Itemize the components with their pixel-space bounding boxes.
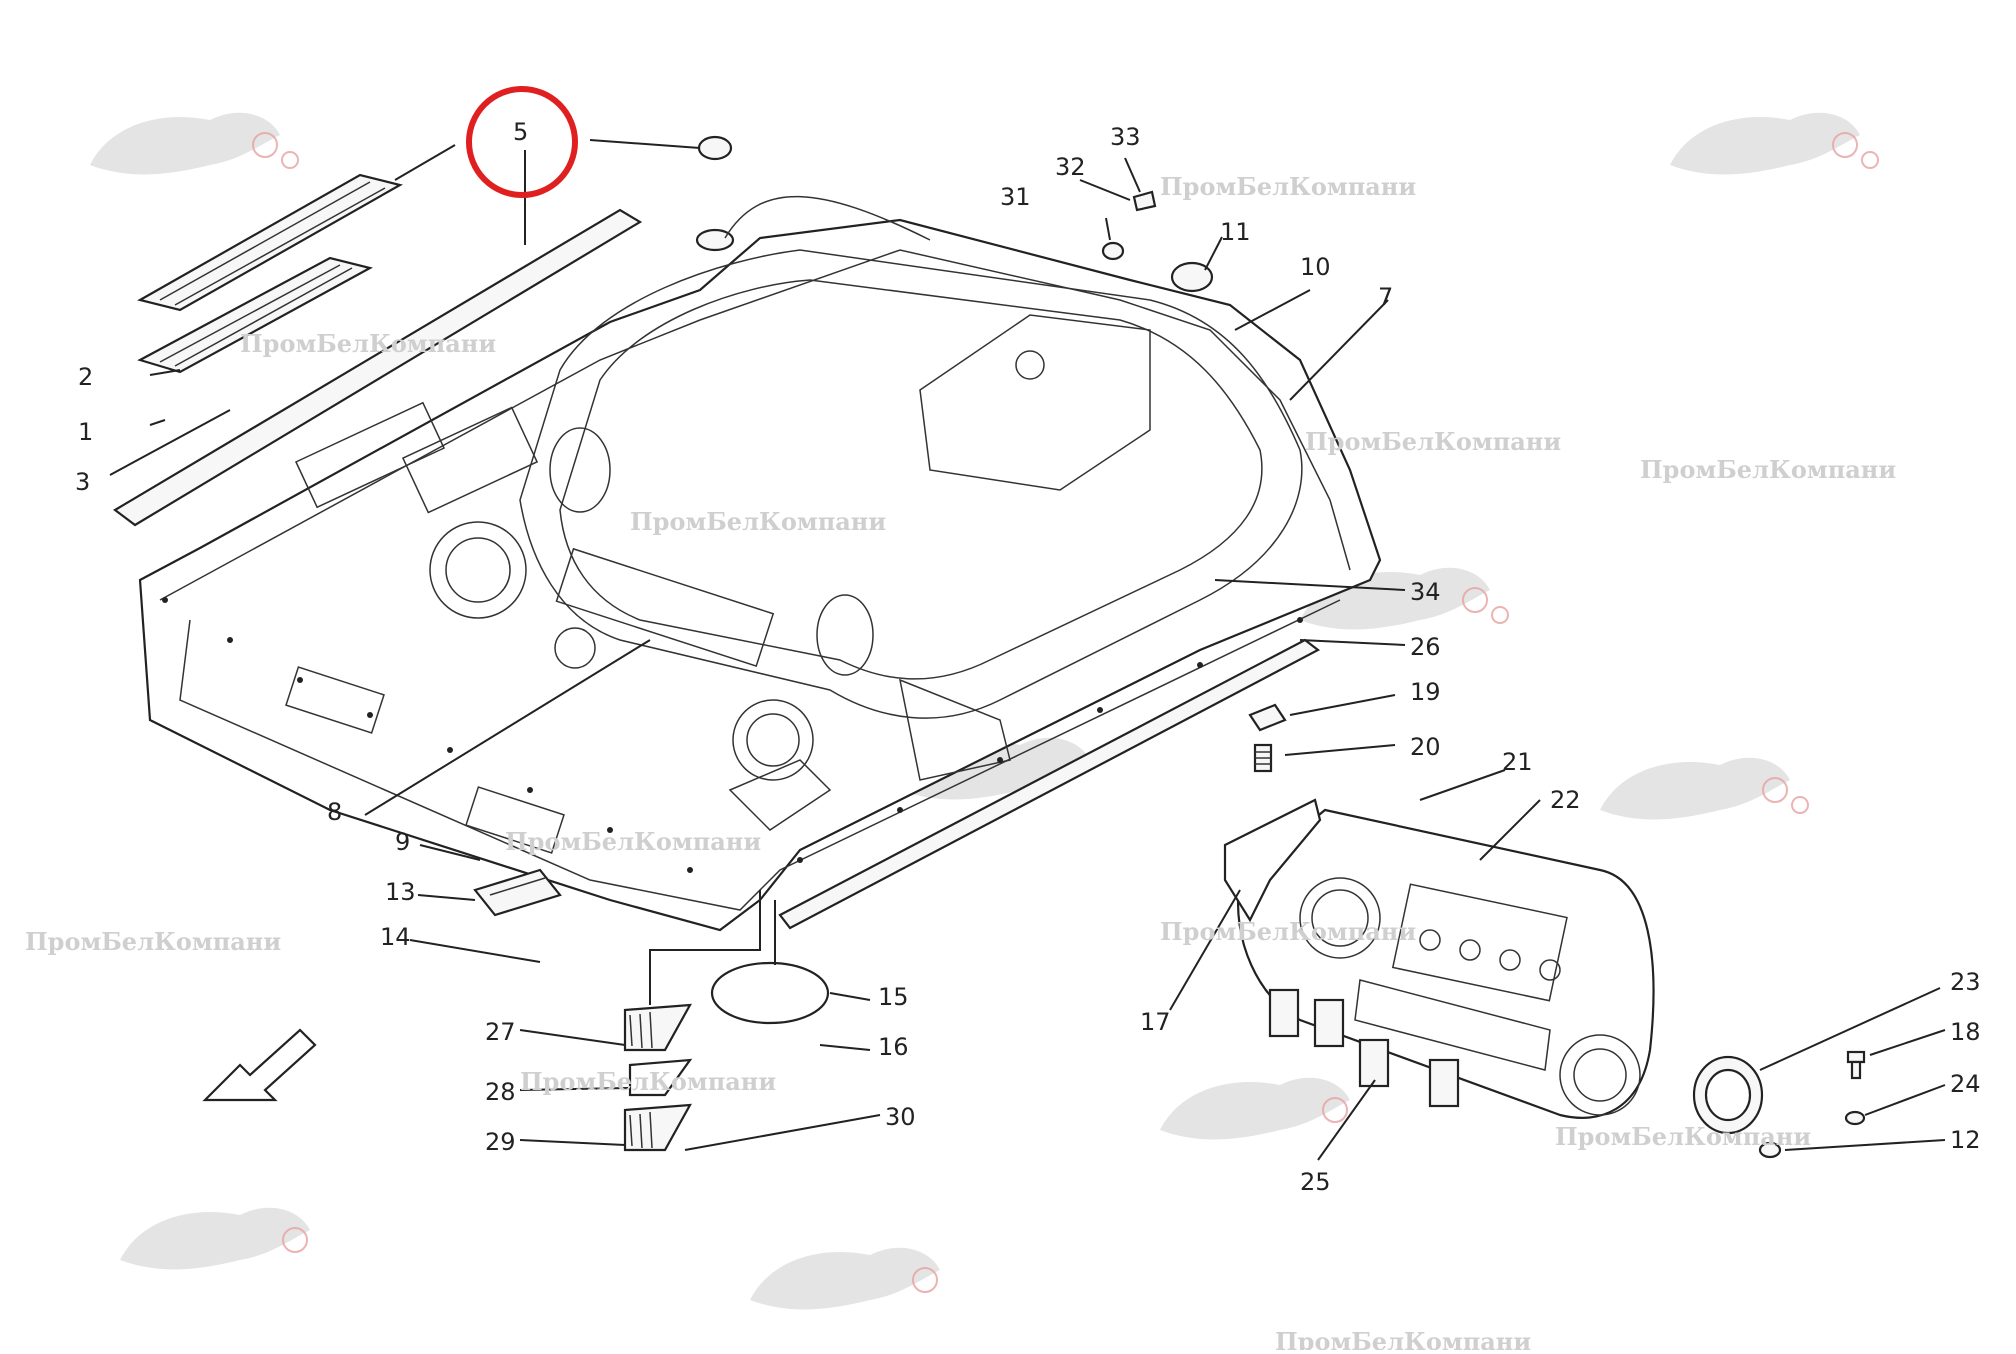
leader-lines [109,139,1946,1161]
callout-2: 2 [78,363,93,391]
watermark-text: ПромБелКомпани [240,329,496,358]
watermark-text: ПромБелКомпани [1160,172,1416,201]
callout-28: 28 [485,1078,516,1106]
watermark-text: ПромБелКомпани [1305,427,1561,456]
washer [1844,1110,1866,1126]
switch-set [1268,988,1460,1108]
watermark-text: ПромБелКомпани [1640,455,1896,484]
watermark-text: ПромБелКомпани [25,927,281,956]
callout-21: 21 [1502,748,1533,776]
callout-9: 9 [395,828,410,856]
callout-22: 22 [1550,786,1581,814]
cover-disc [710,961,830,1025]
callout-12: 12 [1950,1126,1981,1154]
callout-17: 17 [1140,1008,1171,1036]
callout-34: 34 [1410,578,1441,606]
watermark-texts: ПромБелКомпани ПромБелКомпани ПромБелКом… [25,172,1896,1354]
watermark-text: ПромБелКомпани [520,1067,776,1096]
antenna-base [695,135,931,252]
trim-strip [113,208,643,527]
clip [1132,190,1157,212]
callout-3: 3 [75,468,90,496]
callout-33: 33 [1110,123,1141,151]
callout-labels: 1 2 3 5 7 8 9 10 11 12 13 14 15 16 17 18… [75,118,1981,1196]
bolt [1846,1050,1866,1080]
nut [1758,1141,1782,1159]
trim-ring [1692,1055,1764,1135]
switch-block [473,868,562,917]
vent-frame [137,256,373,374]
callout-8: 8 [327,798,342,826]
callout-24: 24 [1950,1070,1981,1098]
vent-plate-28 [628,1058,693,1097]
dome-light [1170,261,1214,293]
callout-18: 18 [1950,1018,1981,1046]
watermark-text: ПромБелКомпани [1275,1327,1531,1350]
callout-1: 1 [78,418,93,446]
callout-29: 29 [485,1128,516,1156]
callout-30: 30 [885,1103,916,1131]
callout-32: 32 [1055,153,1086,181]
watermark-logo [1670,112,1879,175]
callout-13: 13 [385,878,416,906]
vent-nozzle-27 [623,1003,692,1052]
roof-liner-panel [138,218,1382,932]
watermark-logo [750,1247,940,1310]
callout-25: 25 [1300,1168,1331,1196]
callout-26: 26 [1410,633,1441,661]
watermark-logo [120,1207,310,1270]
vent-nozzle-29 [623,1103,692,1152]
callout-7: 7 [1378,283,1393,311]
callout-31: 31 [1000,183,1031,211]
direction-arrow-icon [202,1028,317,1102]
knob [1101,241,1125,261]
callout-23: 23 [1950,968,1981,996]
console-panel [1236,808,1655,1119]
watermark-text: ПромБелКомпани [505,827,761,856]
latch-clip [1248,703,1287,732]
watermark-logo [90,112,299,175]
watermark-text: ПромБелКомпани [630,507,886,536]
watermark-logo [1600,757,1809,820]
highlight-circle [466,86,578,198]
callout-19: 19 [1410,678,1441,706]
watermark-logo [1160,1077,1350,1140]
watermark-text: ПромБелКомпани [1160,917,1416,946]
callout-5: 5 [513,118,528,146]
grille-cover [137,173,403,312]
callout-14: 14 [380,923,411,951]
callout-27: 27 [485,1018,516,1046]
callout-10: 10 [1300,253,1331,281]
callout-15: 15 [878,983,909,1011]
callout-16: 16 [878,1033,909,1061]
spring [1253,743,1273,773]
callout-20: 20 [1410,733,1441,761]
callout-11: 11 [1220,218,1251,246]
watermark-text: ПромБелКомпани [1555,1122,1811,1151]
edge-strip [778,638,1321,930]
side-trim [1223,798,1322,923]
